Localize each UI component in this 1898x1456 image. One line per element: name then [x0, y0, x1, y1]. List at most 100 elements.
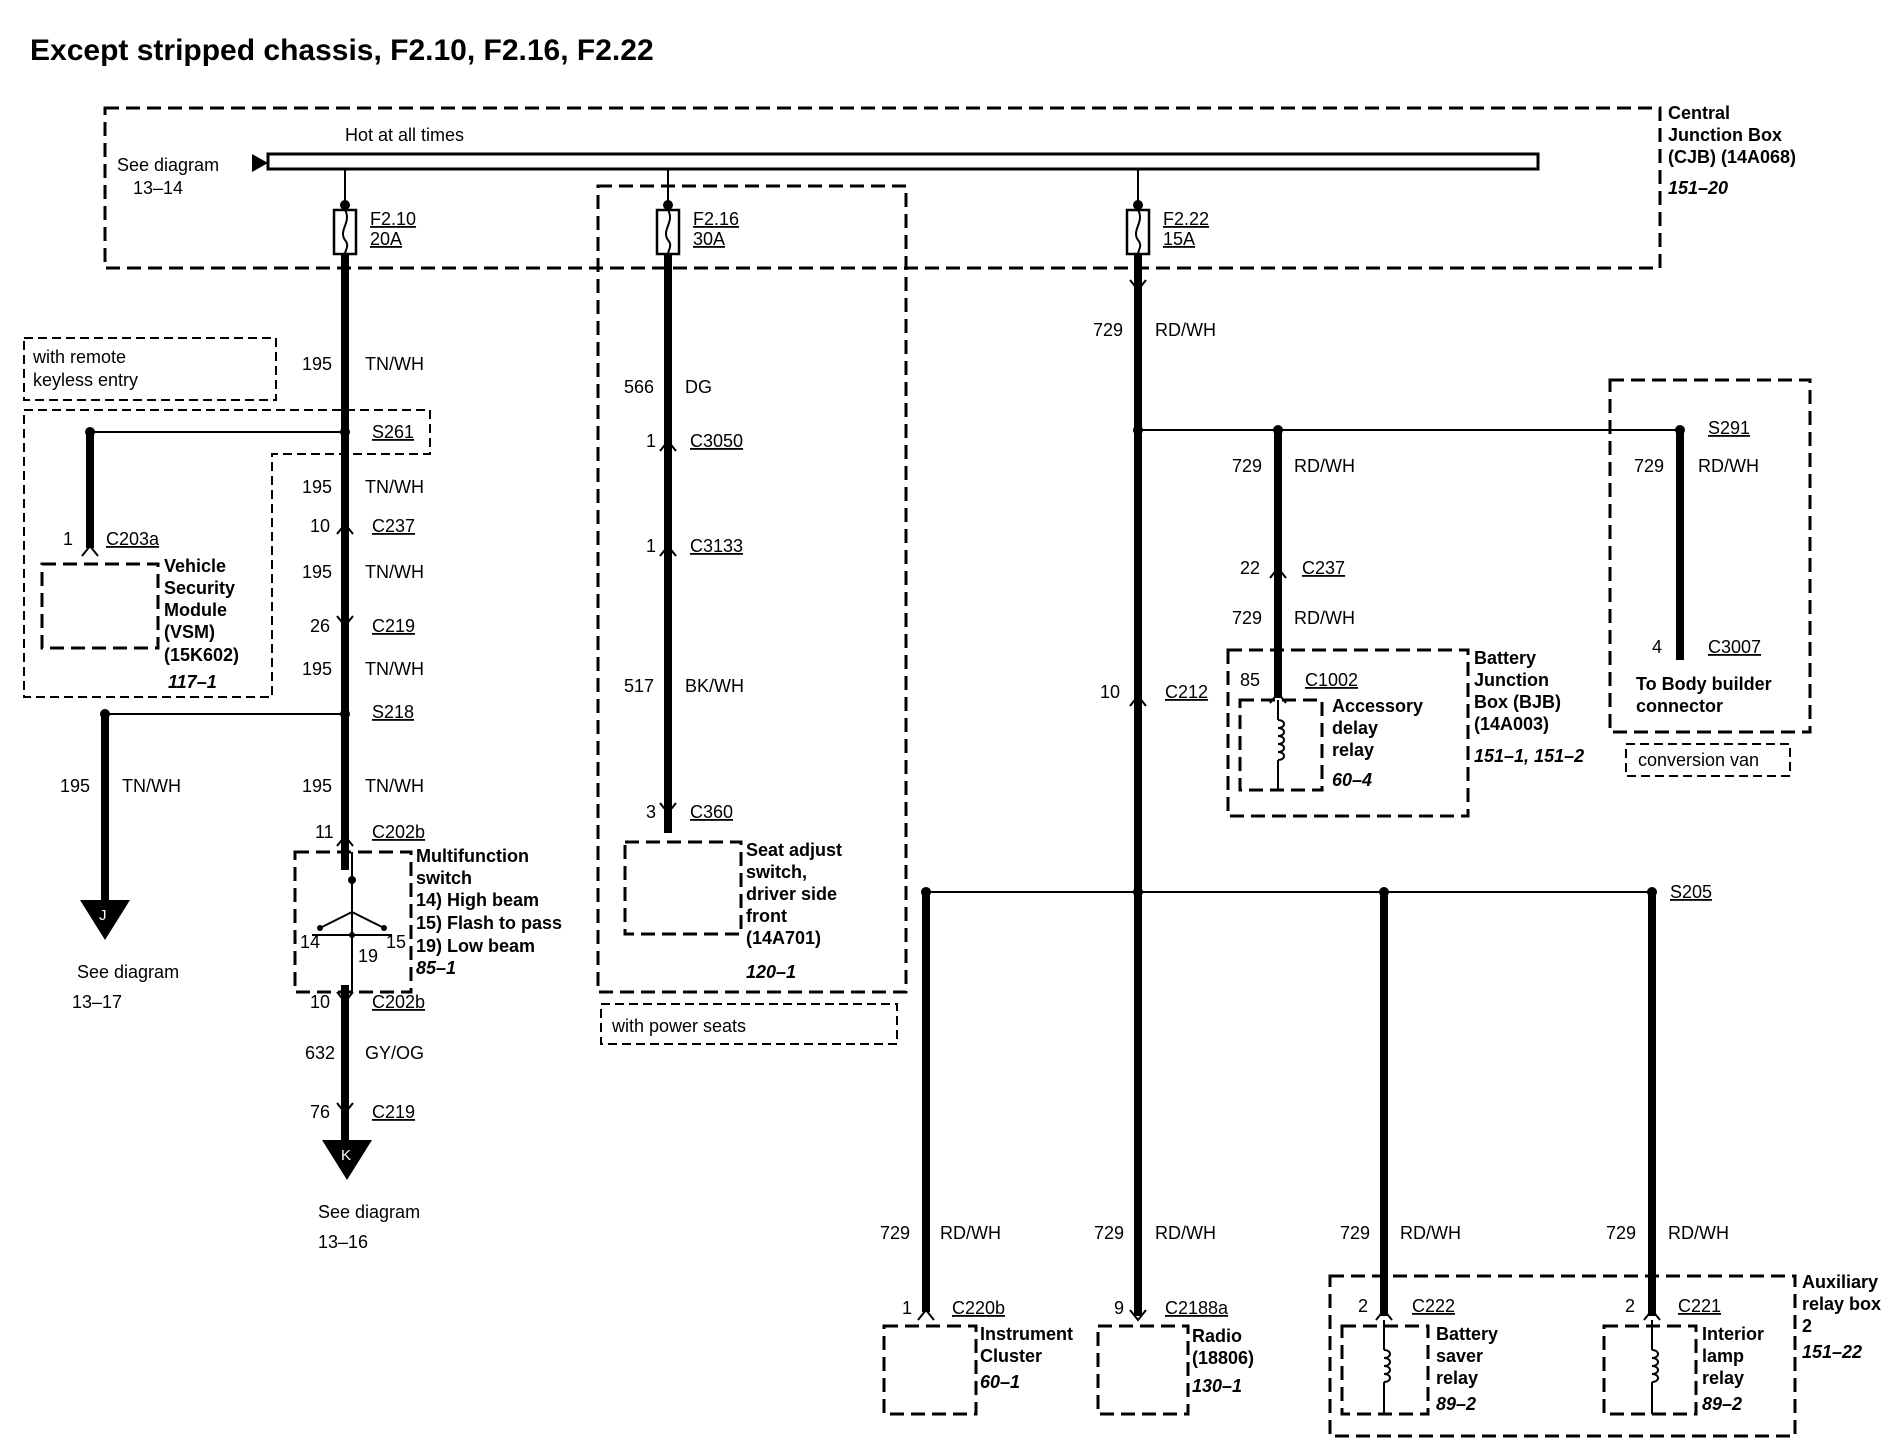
seat-name-3: driver side [746, 884, 837, 904]
wire-number: 517 [624, 676, 654, 696]
wire-color: RD/WH [1668, 1223, 1729, 1243]
bs-name-1: Battery [1436, 1324, 1498, 1344]
wire-number: 729 [1093, 320, 1123, 340]
connector-pin: 26 [310, 616, 330, 636]
wire-color: BK/WH [685, 676, 744, 696]
connector-c202b-in: C202b [372, 822, 425, 842]
wire-color: GY/OG [365, 1043, 424, 1063]
seat-name-4: front [746, 906, 787, 926]
connector-pin: 76 [310, 1102, 330, 1122]
il-name-1: Interior [1702, 1324, 1764, 1344]
splice-s291: S291 [1708, 418, 1750, 438]
vsm-name-1: Vehicle [164, 556, 226, 576]
wire-color: DG [685, 377, 712, 397]
relay-coil-icon [1277, 719, 1285, 761]
arb-name-3: 2 [1802, 1316, 1812, 1336]
connector-c203a: C203a [106, 529, 160, 549]
vehicle-security-module: 1 C203a Vehicle Security Module (VSM) (1… [40, 432, 239, 692]
arb-name-2: relay box [1802, 1294, 1881, 1314]
il-page-ref: 89–2 [1702, 1394, 1742, 1414]
connector-c3133: C3133 [690, 536, 743, 556]
connector-pin: 10 [310, 516, 330, 536]
wire-color: TN/WH [122, 776, 181, 796]
arrow-k-label: K [341, 1147, 351, 1164]
wire-number: 195 [302, 354, 332, 374]
il-name-2: lamp [1702, 1346, 1744, 1366]
connector-pin: 2 [1358, 1296, 1368, 1316]
mfs-name-2: switch [416, 868, 472, 888]
connector-c237-bjb: C237 [1302, 558, 1345, 578]
wire-color: RD/WH [1400, 1223, 1461, 1243]
vsm-name-5: (15K602) [164, 645, 239, 665]
cjb-name-1: Central [1668, 103, 1730, 123]
wire-number: 729 [1232, 456, 1262, 476]
arb-page-ref: 151–22 [1802, 1342, 1862, 1362]
connector-pin: 3 [646, 802, 656, 822]
van-name-1: To Body builder [1636, 674, 1772, 694]
bs-name-3: relay [1436, 1368, 1478, 1388]
wire-number: 566 [624, 377, 654, 397]
connector-pin: 1 [902, 1298, 912, 1318]
wire-number: 729 [1094, 1223, 1124, 1243]
connector-pin: 22 [1240, 558, 1260, 578]
arrow-j-label: J [99, 907, 107, 924]
wire-number: 632 [305, 1043, 335, 1063]
seat-page-ref: 120–1 [746, 962, 796, 982]
cjb-name-3: (CJB) (14A068) [1668, 147, 1796, 167]
right-circuit: 729 RD/WH 10 C212 729 RD/WH 22 C237 729 … [921, 254, 1812, 1316]
switch-pin-19: 19 [358, 946, 378, 966]
wire-number: 729 [1340, 1223, 1370, 1243]
mfs-item-19: 19) Low beam [416, 936, 535, 956]
hot-label: Hot at all times [345, 125, 464, 145]
arrow-j-icon [80, 900, 130, 940]
see-diagram-k: See diagram [318, 1202, 420, 1222]
fuse-rating: 20A [370, 229, 402, 249]
wire-color: TN/WH [365, 354, 424, 374]
ic-name-1: Instrument [980, 1324, 1073, 1344]
seat-circuit: 566 DG 1 C3050 1 C3133 517 BK/WH 3 C360 … [596, 184, 908, 1045]
splice-s205: S205 [1670, 882, 1712, 902]
seat-name-1: Seat adjust [746, 840, 842, 860]
see-diagram-j: See diagram [77, 962, 179, 982]
connector-c222: C222 [1412, 1296, 1455, 1316]
see-diagram-ref: 13–14 [133, 178, 183, 198]
fuse-id: F2.16 [693, 209, 739, 229]
connector-c219b: C219 [372, 1102, 415, 1122]
connector-c212: C212 [1165, 682, 1208, 702]
fuse-rating: 15A [1163, 229, 1195, 249]
vsm-page-ref: 117–1 [168, 672, 217, 692]
radio-page-ref: 130–1 [1192, 1376, 1242, 1396]
see-diagram-k-ref: 13–16 [318, 1232, 368, 1252]
seat-name-2: switch, [746, 862, 807, 882]
switch-pin-15: 15 [386, 932, 406, 952]
connector-c3007: C3007 [1708, 637, 1761, 657]
bjb-name-3: Box (BJB) [1474, 692, 1561, 712]
connector-c360: C360 [690, 802, 733, 822]
wire-number: 729 [880, 1223, 910, 1243]
seat-name-5: (14A701) [746, 928, 821, 948]
see-diagram-label: See diagram [117, 155, 219, 175]
wire-color: RD/WH [1698, 456, 1759, 476]
connector-c221: C221 [1678, 1296, 1721, 1316]
option-power-seats: with power seats [611, 1016, 746, 1036]
wire-number: 195 [302, 659, 332, 679]
mfs-item-14: 14) High beam [416, 890, 539, 910]
connector-c202b-out: C202b [372, 992, 425, 1012]
arrow-k-icon [322, 1140, 372, 1180]
connector-pin: 1 [646, 431, 656, 451]
connector-pin: 4 [1652, 637, 1662, 657]
relay-coil-icon [1383, 1349, 1391, 1383]
ic-page-ref: 60–1 [980, 1372, 1020, 1392]
connector-c1002: C1002 [1305, 670, 1358, 690]
fuse-f2-10: F2.10 20A [332, 169, 416, 256]
wire-color: RD/WH [940, 1223, 1001, 1243]
option-remote-keyless-1: with remote [32, 347, 126, 367]
option-remote-keyless-2: keyless entry [33, 370, 138, 390]
wire-color: TN/WH [365, 659, 424, 679]
bjb-name-2: Junction [1474, 670, 1549, 690]
relay-coil-icon [1651, 1349, 1659, 1383]
splice-s218: S218 [372, 702, 414, 722]
fuse-f2-22: F2.22 15A [1125, 169, 1209, 256]
bus-bar [266, 152, 1540, 171]
